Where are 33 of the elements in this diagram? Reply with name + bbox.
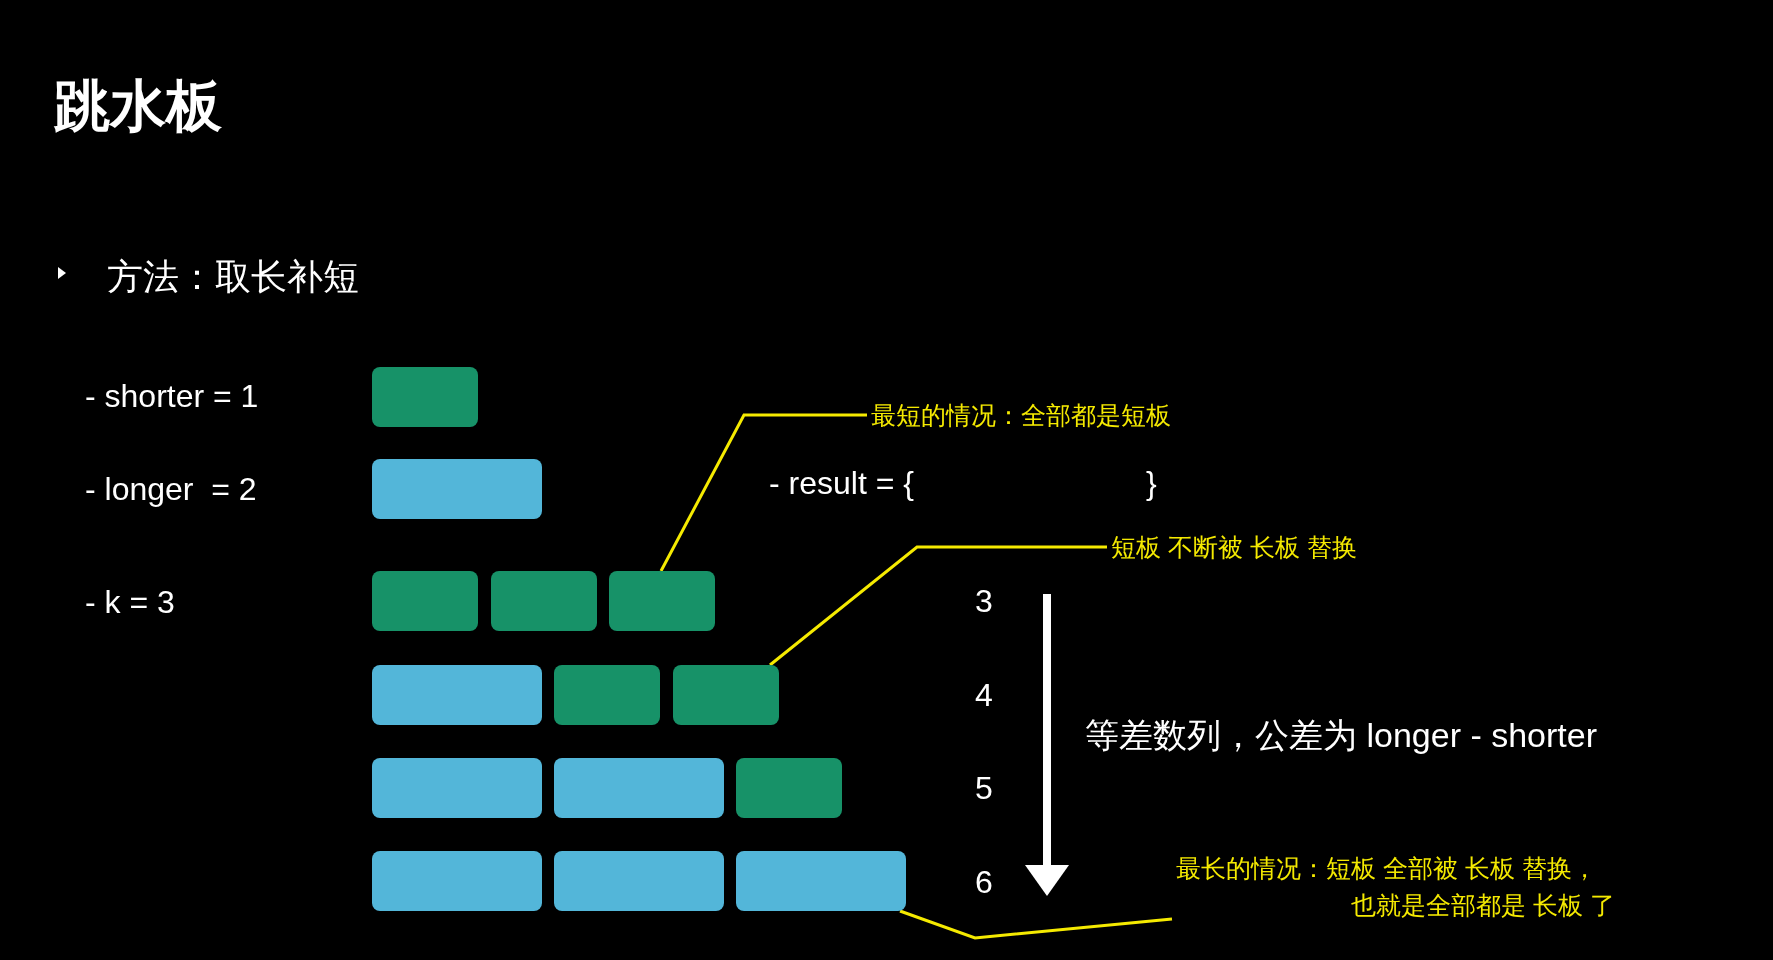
leader-line (659, 413, 867, 572)
plank-block (554, 851, 724, 911)
callout-text: 短板 不断被 长板 替换 (1111, 532, 1357, 564)
plank-block (609, 571, 715, 631)
callout-text: 最短的情况：全部都是短板 (871, 400, 1171, 432)
text-label: - result = { (769, 464, 914, 503)
leader-line (769, 545, 1107, 667)
title: 跳水板 (54, 78, 222, 134)
text-label: - longer = 2 (85, 470, 257, 509)
callout-text: 最长的情况：短板 全部被 长板 替换， (1176, 853, 1598, 884)
row-number: 6 (975, 863, 993, 902)
leader-line (899, 909, 1173, 940)
text-label: - k = 3 (85, 583, 175, 622)
plank-block (372, 367, 478, 427)
row-number: 5 (975, 769, 993, 808)
plank-block (491, 571, 597, 631)
callout-text: 也就是全部都是 长板 了 (1351, 890, 1615, 922)
plank-block (554, 665, 660, 725)
text-label: - shorter = 1 (85, 377, 259, 416)
plank-block (372, 758, 542, 818)
bullet-text: 方法：取长补短 (107, 255, 359, 299)
plank-block (372, 851, 542, 911)
plank-block (372, 571, 478, 631)
plank-block (673, 665, 779, 725)
plank-block (554, 758, 724, 818)
plank-block (736, 851, 906, 911)
text-label: } (1146, 464, 1157, 503)
row-number: 4 (975, 676, 993, 715)
text-label: 等差数列，公差为 longer - shorter (1085, 715, 1597, 756)
row-number: 3 (975, 582, 993, 621)
plank-block (372, 665, 542, 725)
plank-block (736, 758, 842, 818)
plank-block (372, 459, 542, 519)
